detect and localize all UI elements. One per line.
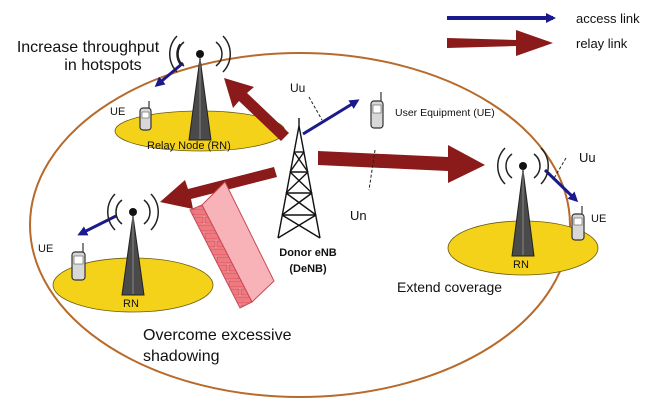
mobile-phone-icon: [139, 101, 152, 131]
access-link-user-equipment: [302, 99, 360, 136]
relay-link-legend-label: relay link: [576, 36, 628, 51]
relay-link-legend-arrow: [447, 30, 553, 56]
access-link-hotspot: [154, 61, 184, 87]
un-label: Un: [350, 208, 367, 223]
mobile-phone-icon: [71, 243, 86, 281]
cell-boundary: [29, 52, 571, 398]
donor-enb-label-line1: Donor eNB: [279, 247, 337, 259]
relay-link-arrow-right: [318, 145, 485, 183]
uu-label-top: Uu: [290, 81, 305, 95]
shadowing-label-line2: shadowing: [143, 348, 220, 365]
radio-tower-icon: [169, 35, 231, 141]
rn-label-left: RN: [123, 298, 139, 310]
uu-interface-marker-right: [552, 157, 567, 181]
mobile-phone-icon: [571, 206, 585, 241]
uu-label-right: Uu: [579, 150, 596, 165]
brick-wall-icon: [189, 181, 275, 309]
hotspot-label-line2: in hotspots: [64, 57, 141, 74]
relay-link-arrow-top: [224, 78, 289, 141]
relay-node-label: Relay Node (RN): [147, 140, 231, 152]
un-interface-marker: [368, 149, 376, 191]
uu-interface-marker-top: [308, 96, 323, 121]
access-link-legend-label: access link: [576, 11, 640, 26]
rn-label-right: RN: [513, 259, 529, 271]
mobile-phone-icon: [370, 92, 384, 129]
radio-tower-icon: [277, 118, 321, 239]
legend: access link relay link: [447, 11, 640, 56]
shadowing-label-line1: Overcome excessive: [143, 327, 292, 344]
access-link-left: [77, 214, 117, 236]
hotspot-label-line1: Increase throughput: [17, 39, 160, 56]
radio-tower-icon: [497, 147, 549, 257]
ue-label-top-left: UE: [110, 106, 125, 118]
ue-label-left: UE: [38, 243, 53, 255]
extend-coverage-label: Extend coverage: [397, 279, 502, 295]
ue-label-right: UE: [591, 213, 606, 225]
user-equipment-label: User Equipment (UE): [395, 107, 495, 119]
donor-enb-label-line2: (DeNB): [289, 263, 327, 275]
radio-tower-icon: [107, 193, 159, 296]
access-link-right: [543, 168, 579, 203]
